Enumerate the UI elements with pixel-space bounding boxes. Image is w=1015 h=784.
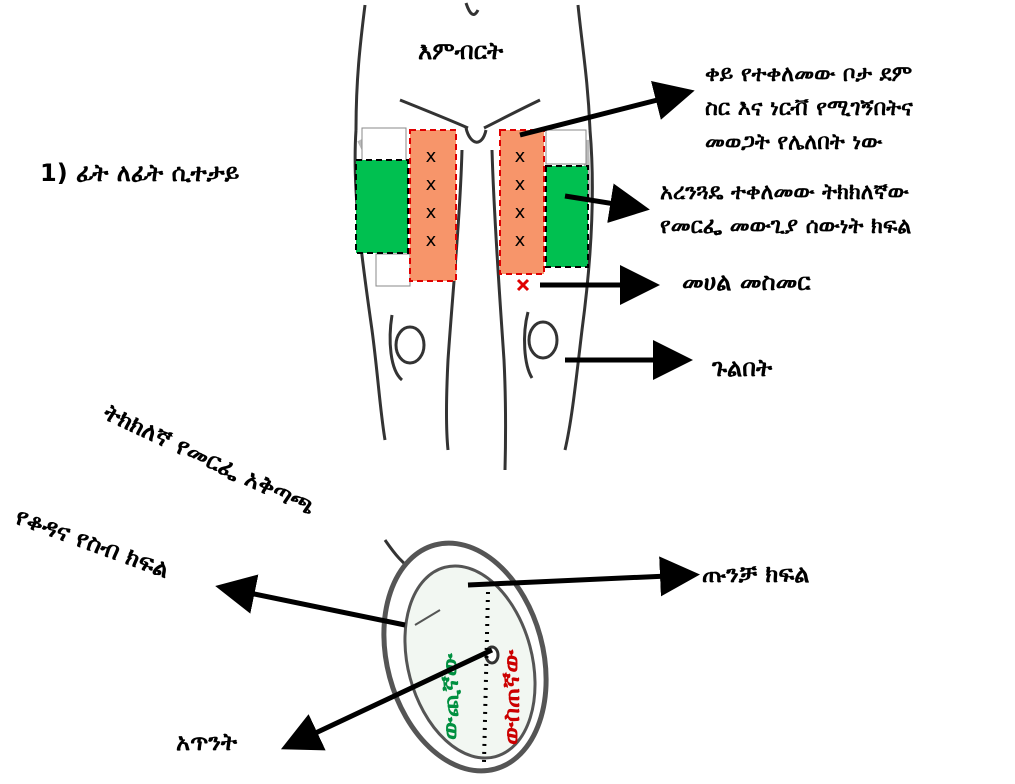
danger-zone-line: ስር እና ነርቭ የሚገኝበትና	[705, 92, 913, 126]
injection-mark: x	[515, 146, 526, 167]
injection-mark: x	[426, 146, 437, 167]
safe-zone-line: የመርፌ መውጊያ ሰውነት ክፍል	[660, 210, 911, 244]
thigh-cross-section: ውጪኛው ውስጠኛው	[360, 525, 571, 784]
correct-angle-label: ትክክለኛ የመርፌ አቅጣጫ	[99, 398, 320, 521]
safe-zone-label: አረንጓዴ ተቀለመው ትክክለኛው የመርፌ መውጊያ ሰውነት ክፍል	[660, 176, 911, 244]
skin-patch-upper-left	[362, 128, 406, 162]
midline-label: መሀል መስመር	[682, 264, 811, 300]
injection-mark: x	[515, 202, 526, 223]
bone-label: አጥንት	[176, 724, 237, 760]
injection-mark: x	[515, 230, 526, 251]
injection-mark: x	[426, 202, 437, 223]
skin-patch-lower-left	[376, 254, 410, 286]
danger-zone-label: ቀይ የተቀለመው ቦታ ደም ስር እና ነርቭ የሚገኝበትና መወጋት የ…	[705, 58, 913, 160]
injection-mark: x	[426, 174, 437, 195]
section-heading: 1) ፊት ለፊት ሲተታይ	[40, 155, 239, 191]
safe-zone-line: አረንጓዴ ተቀለመው ትክክለኛው	[660, 176, 911, 210]
knee-label: ጉልበት	[712, 350, 772, 386]
fat-skin-label: የቆዳና የስብ ክፍል	[12, 502, 173, 584]
danger-zone-line: መወጋት የሌለበት ነው	[705, 126, 913, 160]
skin-patch-upper-right	[546, 130, 586, 164]
injection-mark: x	[515, 174, 526, 195]
inner-side-label: ውስጠኛው	[497, 649, 525, 745]
midline-mark	[518, 280, 528, 290]
danger-zone-line: ቀይ የተቀለመው ቦታ ደም	[705, 58, 913, 92]
safe-zone-left	[356, 160, 408, 253]
groin-label: እምብርት	[418, 33, 503, 69]
injection-mark: x	[426, 230, 437, 251]
safe-zone-right	[546, 166, 588, 267]
muscle-label: ጡንቻ ክፍል	[702, 556, 809, 592]
